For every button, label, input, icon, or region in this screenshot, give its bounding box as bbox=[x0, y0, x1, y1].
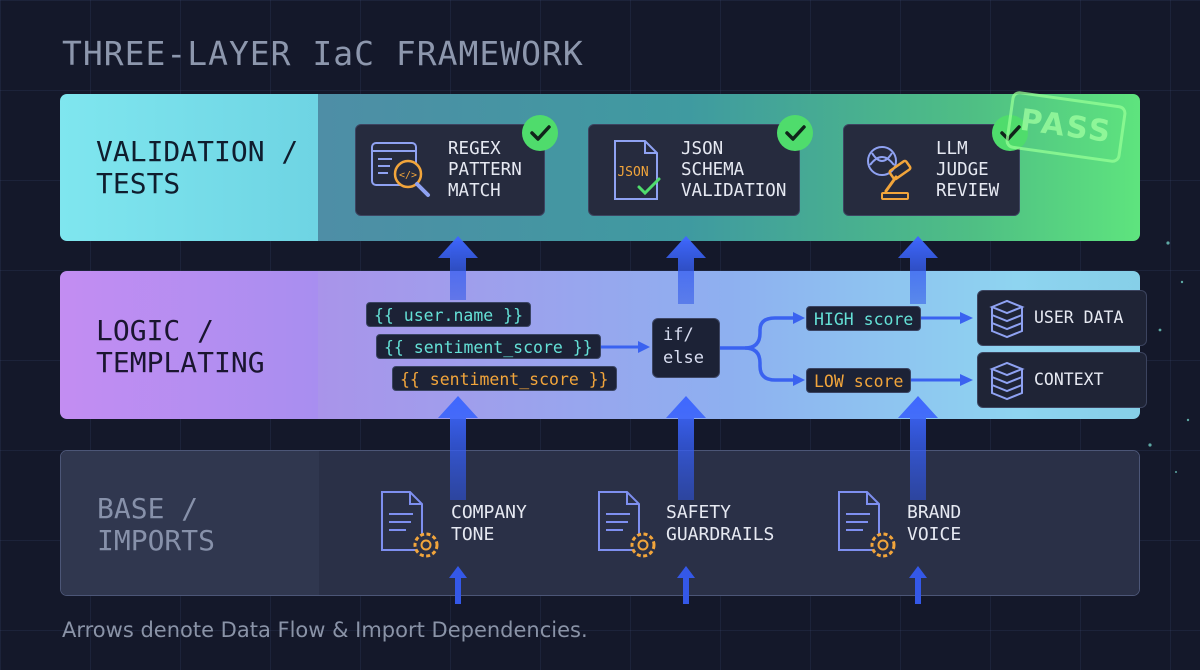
branch-low-connector bbox=[744, 346, 795, 382]
arrow-logic-to-json bbox=[666, 236, 706, 304]
variable-sentiment-score: {{ sentiment_score }} bbox=[376, 334, 601, 359]
if-else-condition: if/ else bbox=[652, 318, 720, 378]
arrow-logic-to-llm bbox=[898, 236, 938, 304]
llm-judge-gavel-icon bbox=[867, 146, 912, 200]
json-schema-card: JSON JSON SCHEMA VALIDATION bbox=[588, 124, 800, 216]
brand-voice-label: BRAND VOICE bbox=[907, 502, 962, 545]
company-tone-label: COMPANY TONE bbox=[451, 502, 527, 545]
llm-judge-card-label: LLM JUDGE REVIEW bbox=[936, 139, 1000, 201]
arrow-import-safety bbox=[677, 566, 695, 604]
user-data-target: USER DATA bbox=[977, 290, 1147, 346]
branch-high-connector bbox=[720, 316, 795, 350]
arrow-safety-to-logic bbox=[666, 396, 706, 500]
logic-layer-header: LOGIC / TEMPLATING bbox=[60, 271, 318, 419]
context-label: CONTEXT bbox=[1034, 370, 1104, 389]
validation-layer-label: VALIDATION / TESTS bbox=[96, 135, 299, 200]
svg-text:</>: </> bbox=[399, 170, 417, 181]
database-icon bbox=[989, 299, 1025, 339]
variable-sentiment-score-alt: {{ sentiment_score }} bbox=[392, 366, 617, 391]
json-document-icon: JSON bbox=[614, 140, 661, 200]
arrow-import-brand-voice bbox=[909, 566, 927, 604]
safety-guardrails-label: SAFETY GUARDRAILS bbox=[666, 502, 775, 545]
regex-pass-check-icon bbox=[522, 115, 558, 151]
base-layer-label: BASE / IMPORTS bbox=[97, 492, 216, 557]
company-tone-doc-gear-icon bbox=[381, 491, 439, 558]
svg-text:JSON: JSON bbox=[617, 165, 648, 180]
variable-user-name: {{ user.name }} bbox=[366, 302, 532, 327]
json-pass-check-icon bbox=[777, 115, 813, 151]
arrow-brand-voice-to-logic bbox=[898, 396, 938, 500]
context-target: CONTEXT bbox=[977, 352, 1147, 408]
validation-layer-header: VALIDATION / TESTS bbox=[60, 94, 318, 241]
logic-layer-label: LOGIC / TEMPLATING bbox=[96, 314, 265, 379]
base-layer-header: BASE / IMPORTS bbox=[61, 451, 319, 595]
arrow-company-tone-to-logic bbox=[438, 396, 478, 500]
json-schema-card-label: JSON SCHEMA VALIDATION bbox=[681, 139, 787, 201]
diagram-title: THREE-LAYER IaC FRAMEWORK bbox=[62, 34, 584, 73]
branch-high-score: HIGH score bbox=[806, 306, 922, 331]
regex-search-icon: </> bbox=[371, 142, 430, 197]
footer-caption: Arrows denote Data Flow & Import Depende… bbox=[62, 618, 588, 642]
arrow-import-company-tone bbox=[449, 566, 467, 604]
database-icon bbox=[989, 361, 1025, 401]
user-data-label: USER DATA bbox=[1034, 308, 1124, 327]
condition-label: if/ else bbox=[663, 325, 704, 368]
llm-judge-card: LLM JUDGE REVIEW bbox=[843, 124, 1020, 216]
safety-guardrails-doc-gear-icon bbox=[598, 491, 656, 558]
arrow-logic-to-regex bbox=[438, 236, 478, 300]
llm-pass-check-icon bbox=[992, 115, 1028, 151]
regex-card-label: REGEX PATTERN MATCH bbox=[448, 139, 522, 201]
regex-card: </> REGEX PATTERN MATCH bbox=[355, 124, 545, 216]
brand-voice-doc-gear-icon bbox=[838, 491, 896, 558]
branch-low-score: LOW score bbox=[806, 368, 912, 393]
